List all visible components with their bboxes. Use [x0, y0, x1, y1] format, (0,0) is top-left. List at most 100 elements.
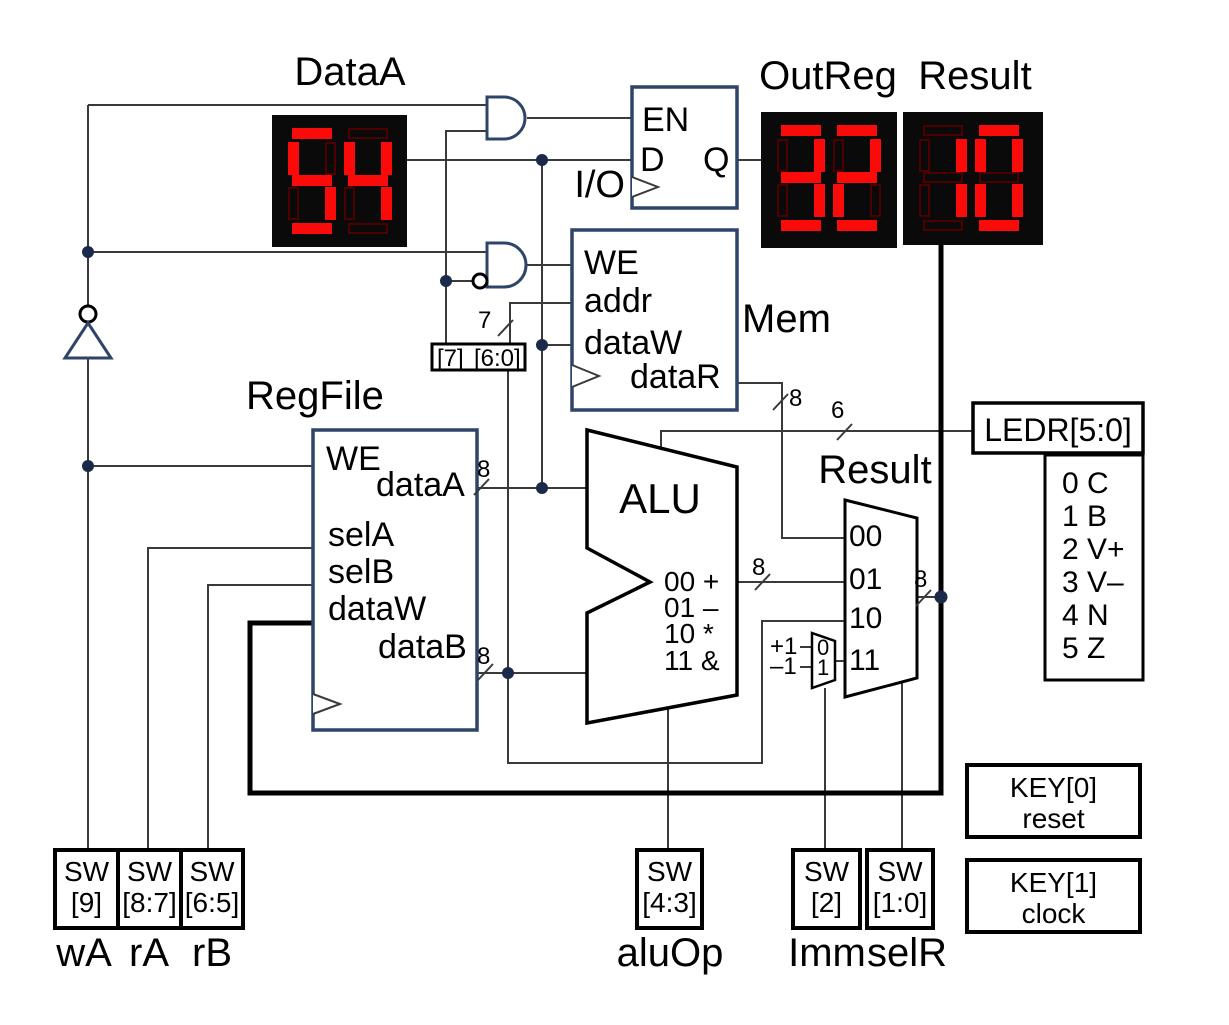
io-register-clock-triangle	[631, 176, 661, 198]
sw2-range: [2]	[810, 887, 843, 918]
inverter-gate	[62, 320, 114, 360]
segment-d	[781, 220, 821, 231]
ledr-legend-vm: 3 V–	[1062, 566, 1124, 599]
io-port-q: Q	[703, 141, 730, 179]
segment-d	[923, 220, 963, 231]
segment-d	[979, 220, 1019, 231]
and-gate-mem-we	[485, 241, 528, 289]
inverter-bubble	[78, 304, 98, 324]
junction-dots	[82, 154, 948, 679]
regfile-clock-triangle	[312, 693, 343, 715]
segment-b	[870, 139, 881, 172]
key1-button: KEY[1] clock	[967, 867, 1140, 929]
regfile-port-dataa: dataA	[376, 466, 465, 504]
segment-f	[777, 139, 788, 172]
alu-op-and: 11 &	[664, 645, 720, 676]
regfile-box	[311, 428, 479, 732]
switch-sw9: SW [9]	[55, 856, 118, 918]
key1-box	[965, 858, 1142, 934]
and-gate-io-enable	[485, 95, 527, 141]
result-mux-title: Result	[818, 448, 932, 492]
sw2-box	[791, 848, 862, 930]
segment-d	[348, 223, 388, 234]
bus-width-resultout: 8	[914, 566, 928, 593]
bit-splitter-box	[430, 342, 527, 372]
segment-g	[292, 175, 332, 186]
segment-a	[923, 125, 963, 136]
segment-e	[288, 187, 299, 220]
sw87-range: [8:7]	[122, 887, 177, 918]
sw43-box	[635, 848, 704, 930]
key0-box	[965, 763, 1142, 839]
segment-f	[919, 139, 930, 172]
segment-b	[325, 142, 336, 175]
regfile-title: RegFile	[246, 374, 384, 418]
regfile-port-datab: dataB	[378, 628, 467, 666]
sw65-name: SW	[189, 856, 235, 887]
segment-c	[870, 184, 881, 217]
bus-width-flags: 6	[831, 397, 845, 424]
seven-segment-display-dataA	[272, 115, 407, 247]
seven-seg-digit	[777, 125, 825, 231]
sw65-range: [6:5]	[184, 887, 240, 918]
segment-g	[348, 175, 388, 186]
sw43-name: SW	[646, 856, 693, 887]
seven-seg-digit	[833, 125, 881, 231]
and-gate-input-bubble	[471, 272, 489, 290]
bus-width-slashes	[473, 319, 932, 681]
segment-b	[1012, 139, 1023, 172]
signal-ra: rA	[129, 931, 169, 975]
segment-a	[979, 125, 1019, 136]
segment-f	[344, 142, 355, 175]
regfile-port-selb: selB	[328, 553, 395, 591]
result-mux-shape	[843, 498, 919, 699]
mem-port-we: WE	[584, 244, 639, 282]
mem-title: Mem	[742, 297, 831, 341]
segment-a	[781, 125, 821, 136]
mem-clock-triangle	[571, 364, 602, 388]
switch-sw87: SW [8:7]	[118, 856, 181, 918]
splitter-msb: [7]	[437, 345, 464, 372]
signal-wa: wA	[56, 931, 112, 975]
regfile-port-we: WE	[326, 440, 381, 478]
imm-mux-shape	[810, 631, 837, 690]
seven-seg-digit	[288, 128, 336, 234]
regfile-port-dataw: dataW	[328, 590, 427, 628]
bus-width-datar: 8	[789, 385, 803, 412]
sw9-range: [9]	[70, 887, 103, 918]
seven-seg-digit	[344, 128, 392, 234]
segment-e	[833, 184, 844, 217]
key1-function: clock	[1021, 898, 1086, 929]
key1-label: KEY[1]	[1009, 867, 1098, 898]
io-port-en: EN	[642, 101, 690, 139]
dataA-title: DataA	[294, 50, 406, 94]
mem-port-datar: dataR	[630, 358, 721, 396]
segment-d	[837, 220, 877, 231]
sw10-box	[865, 848, 935, 930]
segment-e	[777, 184, 788, 217]
signal-aluop: aluOp	[616, 931, 724, 975]
signal-wires	[87, 104, 973, 850]
seven-seg-digit	[975, 125, 1023, 231]
ledr-box	[971, 401, 1145, 455]
segment-f	[288, 142, 299, 175]
ledr-label: LEDR[5:0]	[984, 412, 1132, 448]
regfile-port-sela: selA	[328, 516, 395, 554]
segment-g	[923, 172, 963, 183]
segment-a	[348, 128, 388, 139]
alu-shape	[585, 427, 739, 726]
segment-e	[919, 184, 930, 217]
result-display-title: Result	[918, 54, 1032, 98]
ledr-legend-c: 0 C	[1062, 467, 1109, 500]
ledr-legend-b: 1 B	[1062, 500, 1108, 533]
seven-segment-display-outreg	[761, 112, 897, 248]
sw9-name: SW	[63, 856, 110, 887]
key0-label: KEY[0]	[1009, 772, 1098, 803]
sw9-box	[53, 848, 120, 930]
outreg-title: OutReg	[759, 54, 897, 98]
segment-a	[292, 128, 332, 139]
alu-op-add: 00 +	[664, 566, 720, 597]
switch-sw10: SW [1:0]	[867, 856, 933, 918]
